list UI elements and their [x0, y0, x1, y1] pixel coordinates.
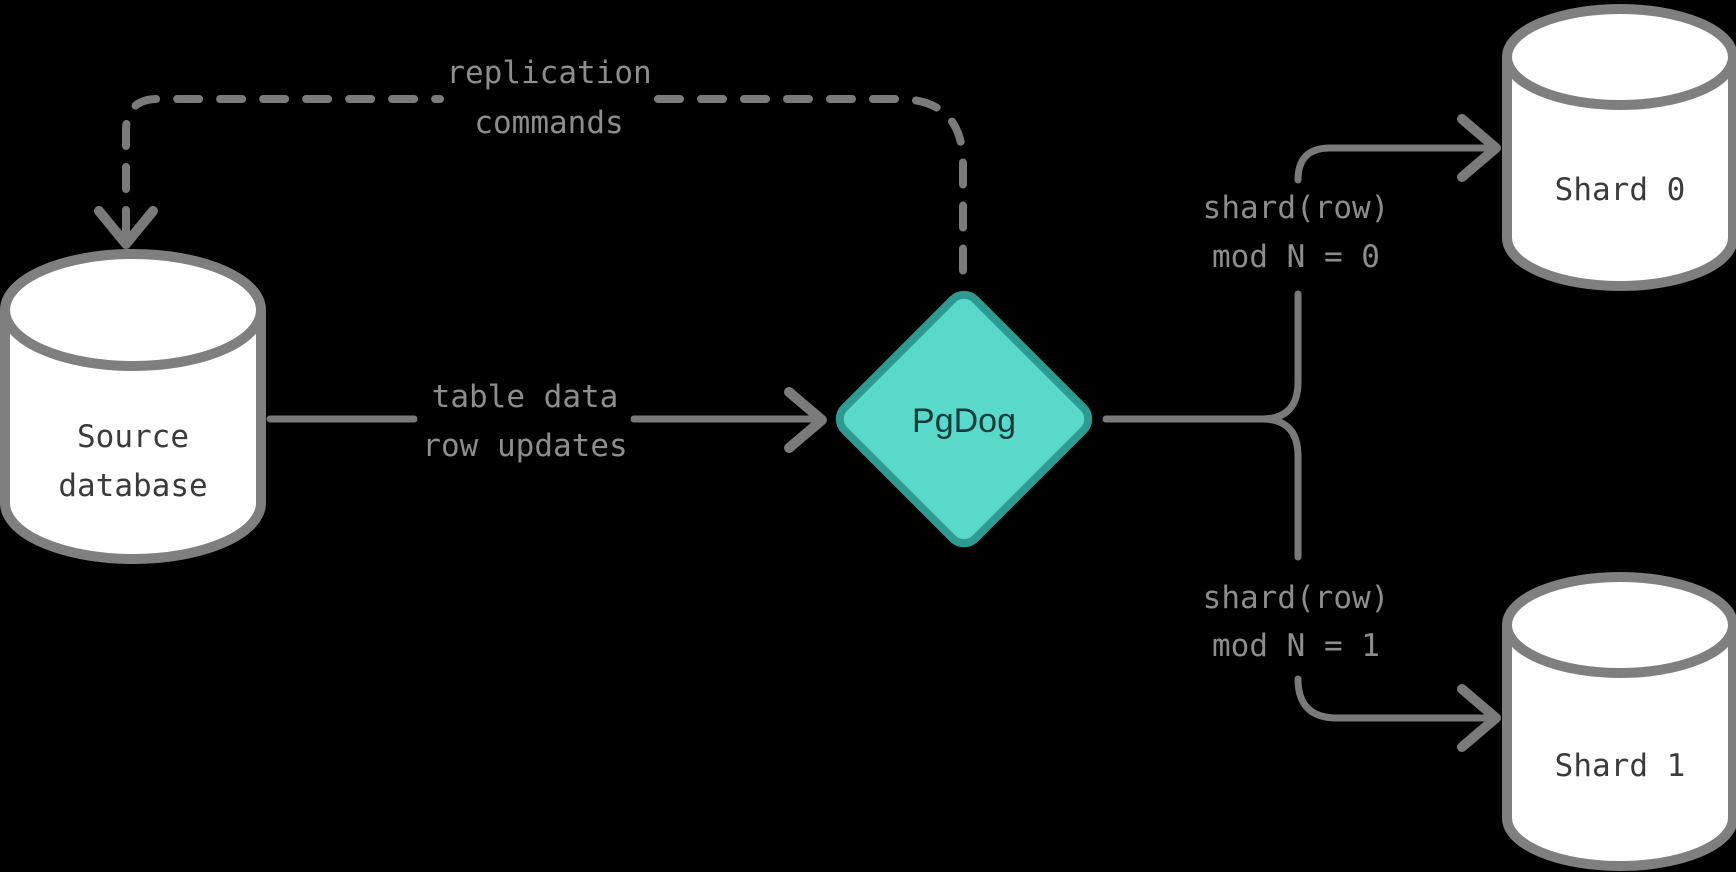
database-cylinder-body: [1502, 625, 1736, 871]
replication-line-left: [122, 95, 444, 236]
pgdog-diamond: [835, 290, 1093, 548]
edge-shard-0-route: shard(row) mod N = 0: [1102, 114, 1501, 423]
shard-1-route-label-line1: shard(row): [1203, 580, 1390, 616]
node-source-database: Source database: [0, 249, 266, 564]
table-data-label-line1: table data: [432, 379, 619, 415]
arrowhead-right-icon: [1457, 684, 1501, 752]
source-database-label-line2: database: [58, 468, 207, 504]
database-cylinder-top: [1502, 572, 1736, 678]
edge-table-data: table data row updates: [266, 379, 827, 464]
database-cylinder-body: [1502, 57, 1736, 291]
node-shard-0: Shard 0: [1502, 4, 1736, 291]
replication-line-right: [654, 95, 967, 287]
database-cylinder-body: [0, 310, 266, 564]
shard-1-label: Shard 1: [1555, 748, 1686, 784]
shard-0-route-label-line2: mod N = 0: [1212, 239, 1380, 275]
edge-shard-1-route: shard(row) mod N = 1: [1203, 415, 1501, 752]
arrowhead-down-icon: [94, 206, 158, 249]
pgdog-label: PgDog: [912, 402, 1016, 440]
database-cylinder-top: [0, 249, 266, 371]
branch-up-line: [1258, 290, 1302, 423]
branch-down-line: [1258, 415, 1302, 561]
arrowhead-right-icon: [784, 387, 827, 453]
table-data-label-line2: row updates: [422, 428, 627, 464]
node-shard-1: Shard 1: [1502, 572, 1736, 871]
edge-replication-commands: replication commands: [94, 55, 967, 287]
shard-0-label: Shard 0: [1555, 172, 1686, 208]
shard-0-route-label-line1: shard(row): [1203, 190, 1390, 226]
arrowhead-right-icon: [1457, 114, 1501, 182]
node-pgdog: PgDog: [835, 290, 1093, 548]
shard-1-arrow-line: [1294, 675, 1491, 722]
source-database-label-line1: Source: [77, 419, 189, 455]
shard-1-route-label-line2: mod N = 1: [1212, 628, 1380, 664]
replication-label-line2: commands: [474, 105, 623, 141]
database-cylinder-top: [1502, 4, 1736, 110]
replication-label-line1: replication: [446, 55, 651, 91]
shard-0-arrow-line: [1294, 144, 1491, 184]
